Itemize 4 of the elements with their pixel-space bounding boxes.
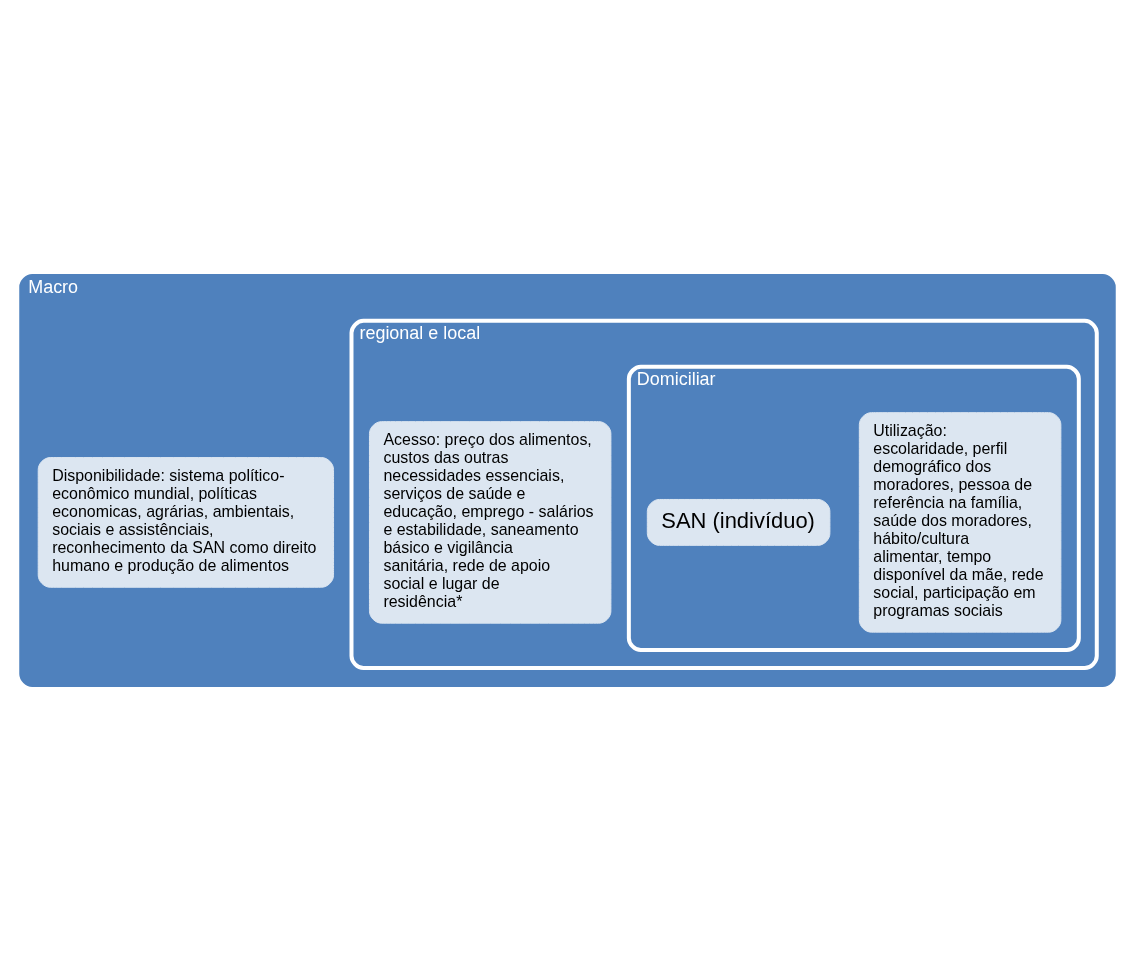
node-box: Utilização: escolaridade, perfil demográfico dos moradores, pessoa de referência na família, saúde dos moradores, hábito/cultura alimentar, tempo disponível da mãe, rede social, participação em programas sociais	[858, 411, 1062, 633]
node-box: SAN (indivíduo)	[646, 498, 831, 546]
node-box: Acesso: preço dos alimentos, custos das outras necessidades essenciais, serviços de saúde e educação, emprego - salários e estabilidade, saneamento básico e vigilância sanitária, rede de apoio social e lugar de residência*	[368, 420, 612, 624]
node-box: Disponibilidade: sistema político-econômico mundial, políticas economicas, agrárias, ambientais, sociais e assistênciais, reconhecimento da SAN como direito humano e produção de alimentos	[37, 456, 335, 588]
